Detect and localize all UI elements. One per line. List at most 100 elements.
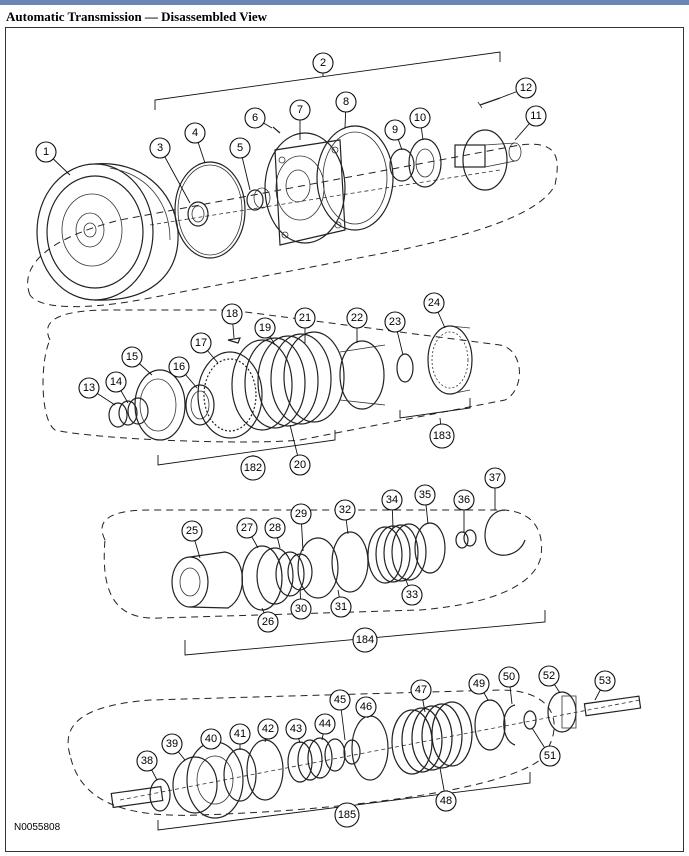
- clutch-plates-33-34: [367, 522, 446, 584]
- callout-8: 8: [335, 91, 357, 129]
- callout-label: 13: [83, 382, 95, 394]
- callout-label: 51: [544, 750, 556, 762]
- callout-label: 35: [419, 489, 431, 501]
- callout-36: 36: [453, 489, 475, 532]
- callout-31: 31: [330, 589, 352, 618]
- planetary-39-40: [172, 741, 244, 819]
- gear-52: [547, 691, 577, 733]
- callout-48: 48: [435, 767, 457, 812]
- callout-19: 19: [254, 317, 276, 346]
- callout-34: 34: [381, 489, 403, 529]
- callout-label: 7: [297, 104, 303, 116]
- callout-9: 9: [384, 119, 406, 151]
- callout-label: 28: [269, 522, 281, 534]
- callout-label: 8: [343, 96, 349, 108]
- callout-22: 22: [346, 307, 368, 343]
- clutch-plates-47-48: [391, 701, 473, 775]
- callout-label: 39: [166, 738, 178, 750]
- output-shaft-53: [583, 695, 642, 717]
- callout-label: 14: [110, 376, 122, 388]
- callout-44: 44: [314, 713, 336, 741]
- callout-25: 25: [181, 520, 203, 559]
- callout-label: 43: [290, 723, 302, 735]
- callout-label: 42: [262, 723, 274, 735]
- callout-label: 52: [543, 670, 555, 682]
- stator-support-11: [454, 129, 522, 191]
- callout-label: 20: [294, 459, 306, 471]
- callout-16: 16: [168, 356, 198, 389]
- callout-23: 23: [384, 311, 406, 356]
- window-top-bar: [0, 0, 689, 5]
- callout-26: 26: [257, 607, 279, 633]
- callout-47: 47: [410, 679, 432, 713]
- pump-gears-9-10: [389, 138, 442, 188]
- callout-33: 33: [401, 577, 423, 606]
- callout-52: 52: [538, 665, 561, 694]
- callout-21: 21: [294, 307, 316, 343]
- pump-gasket-8: [316, 125, 394, 231]
- callout-label: 15: [126, 351, 138, 363]
- callout-41: 41: [229, 723, 251, 750]
- callout-label: 34: [386, 494, 398, 506]
- callout-label: 29: [295, 508, 307, 520]
- callout-18: 18: [221, 303, 243, 339]
- callout-label: 40: [205, 733, 217, 745]
- callout-label: 17: [195, 337, 207, 349]
- seal-3: [187, 201, 209, 227]
- pump-body-7: [264, 132, 346, 246]
- callout-label: 41: [234, 728, 246, 740]
- clip-18: [227, 337, 241, 344]
- callout-label: 26: [262, 616, 274, 628]
- callout-label: 32: [339, 504, 351, 516]
- ring-49-50-51: [474, 699, 537, 751]
- callout-label: 50: [503, 671, 515, 683]
- callout-27: 27: [236, 517, 259, 549]
- callout-15: 15: [121, 346, 153, 376]
- callout-label: 5: [237, 142, 243, 154]
- section-forward-clutch: [42, 309, 520, 466]
- callout-label: 25: [186, 525, 198, 537]
- callout-label: 31: [335, 601, 347, 613]
- callout-24: 24: [423, 292, 446, 329]
- callout-185: 185: [334, 802, 360, 828]
- callout-17: 17: [190, 332, 219, 364]
- callout-label: 1: [43, 146, 49, 158]
- callout-label: 19: [259, 322, 271, 334]
- callout-184: 184: [352, 627, 378, 653]
- callout-2: 2: [312, 52, 334, 75]
- callout-32: 32: [334, 499, 356, 535]
- callout-label: 46: [360, 701, 372, 713]
- figure-code: N0055808: [14, 822, 61, 833]
- callout-182: 182: [240, 455, 266, 481]
- callout-label: 33: [406, 589, 418, 601]
- callout-49: 49: [468, 673, 490, 701]
- callout-43: 43: [285, 718, 307, 744]
- callout-label: 18: [226, 308, 238, 320]
- callout-label: 36: [458, 494, 470, 506]
- callout-35: 35: [414, 484, 436, 525]
- callout-label: 44: [319, 718, 331, 730]
- callout-label: 22: [351, 312, 363, 324]
- callout-label: 38: [141, 755, 153, 767]
- callout-12: 12: [499, 77, 537, 99]
- callout-45: 45: [329, 689, 351, 741]
- callout-46: 46: [355, 696, 377, 719]
- shaft-end: [110, 785, 164, 809]
- callout-label: 45: [334, 694, 346, 706]
- callout-label: 24: [428, 297, 440, 309]
- callout-label: 183: [433, 430, 451, 442]
- callout-39: 39: [161, 733, 186, 761]
- callout-183: 183: [429, 417, 455, 449]
- callout-label: 9: [392, 124, 398, 136]
- snap-ring-23: [396, 353, 414, 383]
- bushing-5: [246, 187, 271, 211]
- clutch-plates-19-20: [231, 331, 345, 431]
- callout-1: 1: [35, 141, 71, 176]
- callout-50: 50: [498, 666, 520, 705]
- callout-53: 53: [594, 670, 616, 701]
- section-pump-assembly: [27, 51, 558, 308]
- washer-38: [149, 778, 171, 812]
- section-intermediate-clutch: [101, 509, 546, 656]
